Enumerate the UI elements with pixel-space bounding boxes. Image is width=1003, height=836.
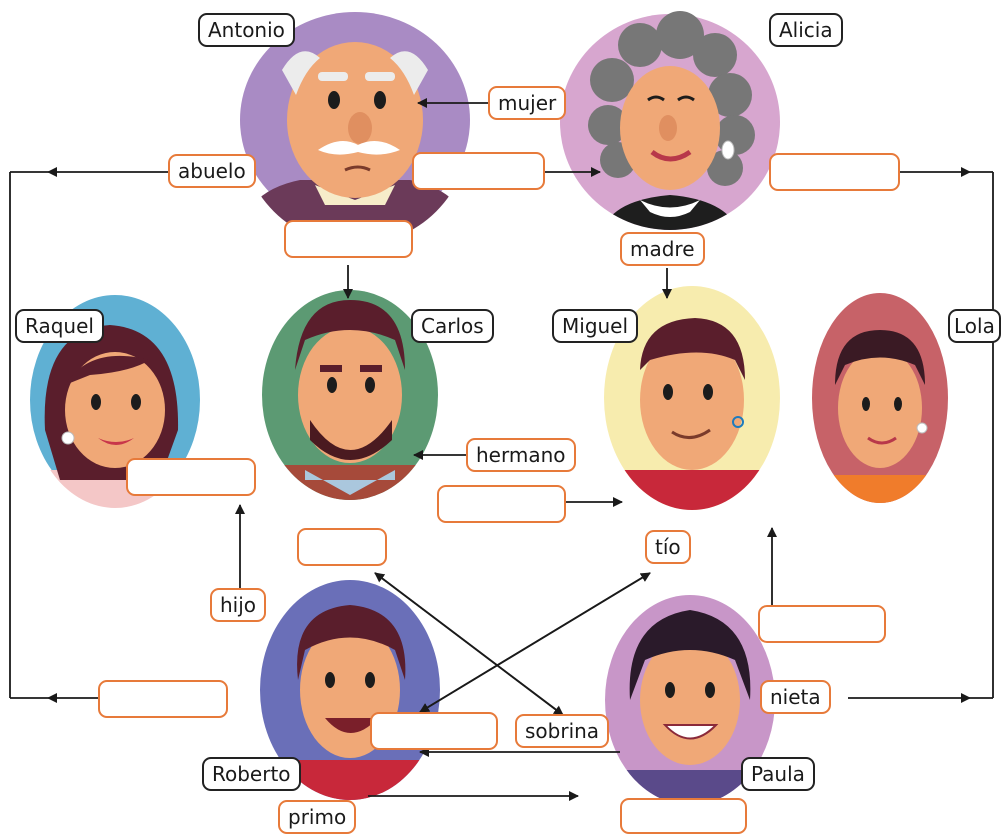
arrow-tio-to-roberto <box>419 572 651 713</box>
relation-label-mujer: mujer <box>488 86 567 120</box>
blank-answer-box-alicia[interactable] <box>769 153 900 191</box>
blank-answer-box-carlos[interactable] <box>297 528 387 566</box>
name-label-alicia: Alicia <box>769 13 843 47</box>
relation-label-primo: primo <box>278 800 357 834</box>
name-label-carlos: Carlos <box>411 309 494 343</box>
name-label-paula: Paula <box>741 757 815 791</box>
blank-answer-box-roberto[interactable] <box>370 712 498 750</box>
relation-label-hijo: hijo <box>210 588 267 622</box>
blank-answer-box-paula-miguel[interactable] <box>758 605 886 643</box>
blank-answer-box-roberto-left[interactable] <box>98 680 228 718</box>
portrait-alicia <box>560 11 780 230</box>
name-label-lola: Lola <box>948 309 1001 343</box>
name-label-miguel: Miguel <box>552 309 639 343</box>
relation-label-abuelo: abuelo <box>168 154 256 188</box>
blank-answer-box-antonio[interactable] <box>284 220 413 258</box>
relation-label-sobrina: sobrina <box>515 714 610 748</box>
portrait-miguel <box>604 286 780 510</box>
relation-label-tio: tío <box>645 530 691 564</box>
blank-answer-box-carlos-miguel[interactable] <box>437 485 566 523</box>
relation-label-madre: madre <box>620 232 705 266</box>
relation-label-nieta: nieta <box>760 680 831 714</box>
relation-label-hermano: hermano <box>466 438 576 472</box>
portrait-lola <box>812 293 948 503</box>
blank-answer-box-raquel[interactable] <box>126 458 256 496</box>
name-label-antonio: Antonio <box>198 13 295 47</box>
blank-answer-box-antonio-alicia[interactable] <box>412 152 545 190</box>
portrait-antonio <box>240 12 470 230</box>
name-label-roberto: Roberto <box>202 757 301 791</box>
name-label-raquel: Raquel <box>15 309 104 343</box>
arrow-carlos-to-sobrina <box>374 572 564 716</box>
blank-answer-box-paula-roberto[interactable] <box>620 798 747 834</box>
